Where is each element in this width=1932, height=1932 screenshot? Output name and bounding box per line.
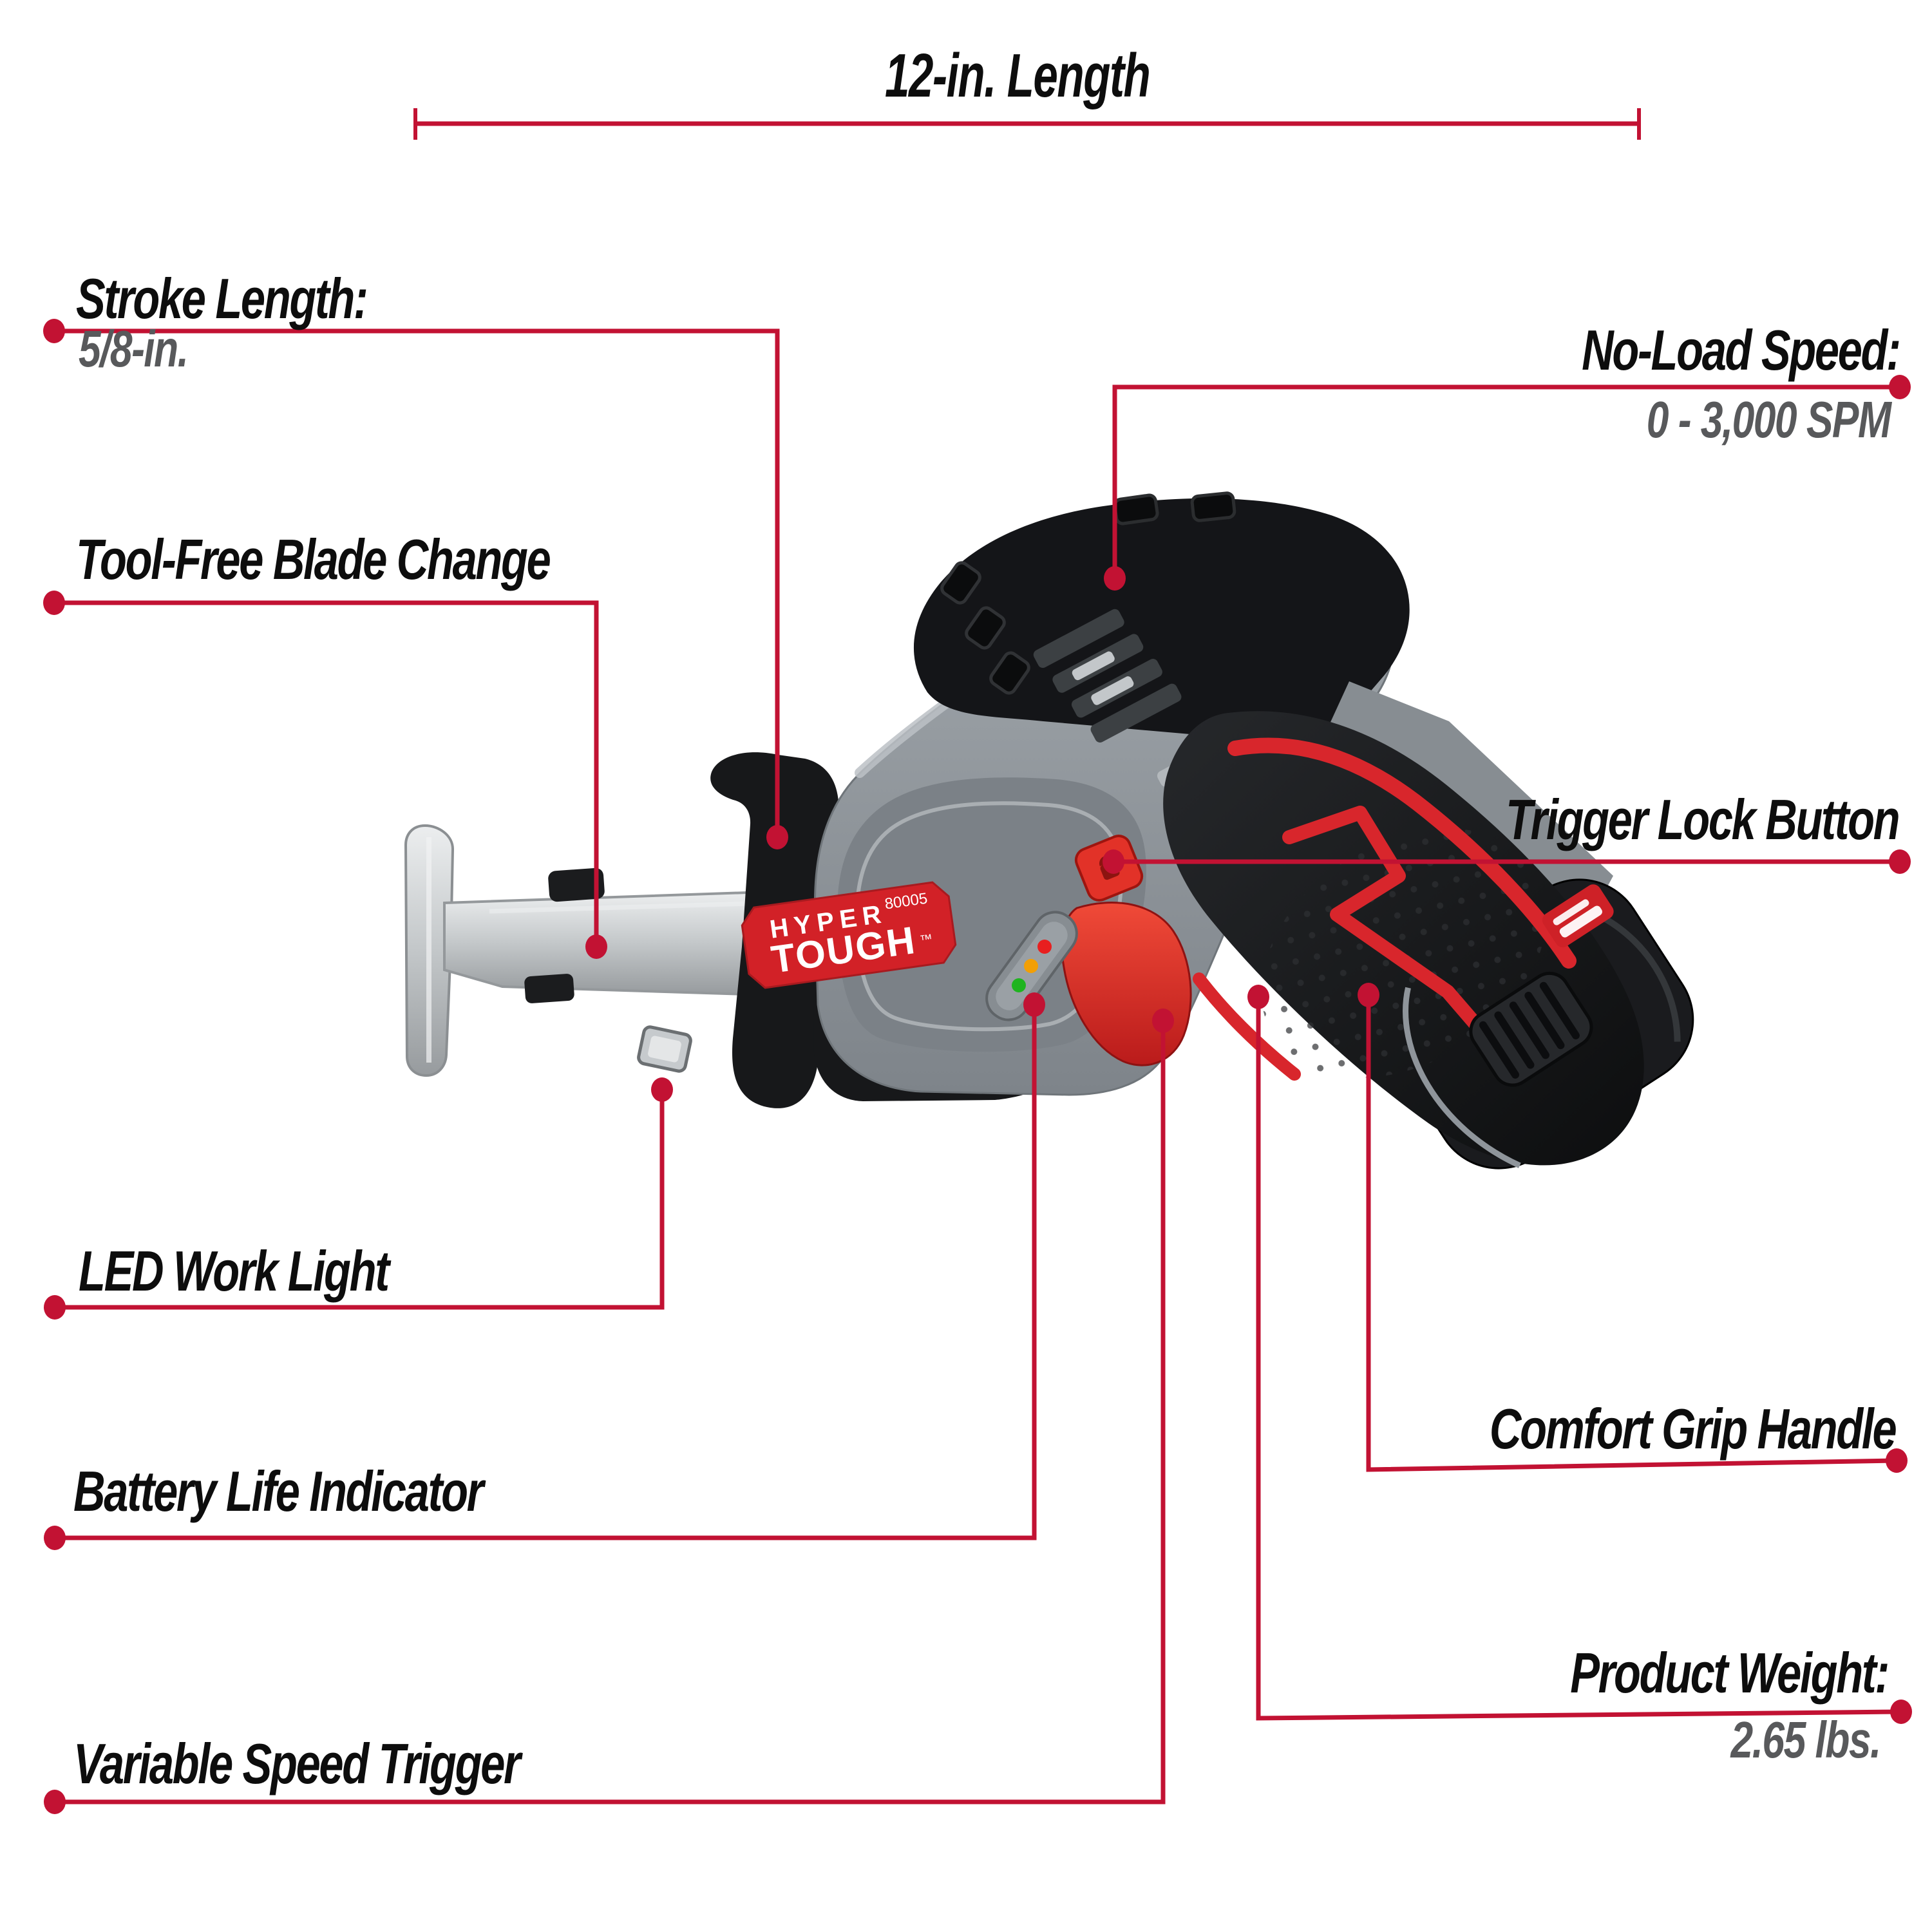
led-work-light-leader [44, 1077, 673, 1320]
dimension-label: 12-in. Length [885, 41, 1151, 110]
handle-red-accent-zigzag [1282, 806, 1519, 1074]
variable-speed-label: Variable Speed Trigger [73, 1732, 521, 1795]
battery-life-indicator [985, 911, 1078, 1021]
trigger-lock-leader [1103, 849, 1911, 874]
product-weight-value: 2.65 lbs. [1730, 1711, 1882, 1768]
handle-red-accent-bottom [1193, 972, 1301, 1081]
battery-life-label: Battery Life Indicator [73, 1459, 484, 1523]
brand-trademark: ™ [919, 932, 934, 948]
handle-red-accent-top [1227, 737, 1577, 969]
battery-led-green [1012, 978, 1026, 992]
battery-led-red [1037, 940, 1052, 954]
battery-led-yellow [1024, 959, 1038, 973]
led-work-light-label: LED Work Light [79, 1239, 390, 1303]
saw-top-boot [913, 491, 1410, 743]
dimension-leader [413, 108, 1641, 140]
stroke-length-value: 5/8-in. [79, 320, 189, 377]
blade-lock-tab [548, 867, 605, 902]
led-work-light-lens [637, 1025, 692, 1073]
comfort-grip-label: Comfort Grip Handle [1489, 1397, 1897, 1461]
stroke-length-leader [43, 319, 788, 849]
trigger-lock-label: Trigger Lock Button [1505, 788, 1900, 851]
battery-life-leader [44, 992, 1045, 1550]
no-load-speed-value: 0 - 3,000 SPM [1646, 391, 1891, 448]
comfort-grip-leader [1358, 983, 1908, 1473]
brand-badge: HYPER TOUGH ™ 80005 [741, 881, 957, 989]
saw-vents [1033, 609, 1182, 743]
tool-free-label: Tool-Free Blade Change [76, 527, 551, 591]
battery-brand-badge [1542, 884, 1614, 947]
battery-release-button [1469, 971, 1593, 1087]
variable-speed-leader [44, 1009, 1174, 1814]
product-weight-leader [1247, 985, 1912, 1724]
product-weight-label: Product Weight: [1570, 1641, 1889, 1705]
tool-free-leader [43, 591, 607, 959]
battery-seam [1403, 987, 1521, 1168]
stroke-length-label: Stroke Length: [76, 267, 368, 330]
no-load-speed-label: No-Load Speed: [1582, 318, 1902, 382]
no-load-speed-leader [1104, 375, 1911, 591]
